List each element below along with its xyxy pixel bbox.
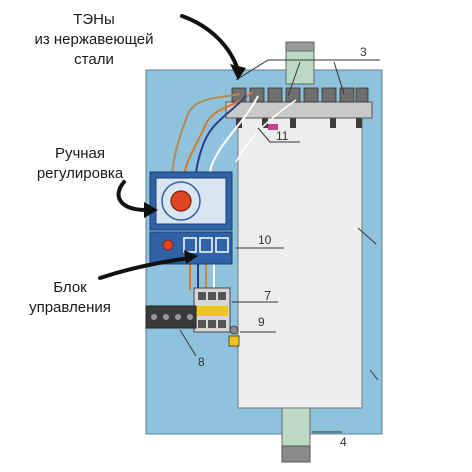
terminal-block [145, 305, 197, 329]
svg-text:ТЭНы: ТЭНы [73, 11, 115, 28]
terminal-screws [151, 314, 193, 320]
annotation-arrowheads [144, 64, 246, 264]
wiring [171, 91, 297, 290]
leader-lines [179, 59, 380, 433]
control-unit-indicator [162, 239, 174, 251]
heating-tank [237, 113, 363, 409]
contactor-label-strip [196, 306, 228, 316]
heaters-caption: ТЭНы из нержавеющей стали [34, 11, 153, 68]
thermostat-knob[interactable] [170, 190, 192, 212]
svg-text:из нержавеющей: из нержавеющей [34, 31, 153, 48]
heater-arrow [180, 14, 240, 72]
contactor-terminals [198, 292, 226, 328]
annotation-arrows [98, 14, 240, 280]
svg-text:управления: управления [29, 299, 111, 316]
control-unit-caption: Блок управления [29, 279, 111, 316]
callout-10: 10 [258, 233, 272, 247]
side-marker-bottom [369, 369, 379, 381]
heater-flange [225, 101, 373, 119]
callout-4: 4 [340, 435, 347, 449]
svg-text:регулировка: регулировка [37, 165, 124, 182]
thermostat-dial-ring [161, 181, 201, 221]
svg-text:стали: стали [74, 51, 114, 68]
callout-11: 11 [276, 129, 289, 143]
callout-8: 8 [198, 355, 205, 369]
callout-9: 9 [258, 315, 265, 329]
manual-control-caption: Ручная регулировка [37, 145, 124, 182]
svg-text:Блок: Блок [53, 279, 87, 296]
callout-7: 7 [264, 288, 271, 303]
side-marker-top [357, 227, 377, 245]
ground-screw [229, 325, 239, 335]
ground-terminal [228, 335, 240, 347]
manual-control-arrow [116, 180, 148, 212]
outlet-pipe-cap [285, 41, 315, 52]
inlet-pipe-cap [281, 445, 311, 463]
heater-terminals [231, 87, 369, 103]
callout-3: 3 [360, 45, 367, 59]
heater-indicator [268, 124, 278, 130]
control-unit-arrow [98, 256, 192, 280]
control-unit-switches [183, 237, 229, 253]
svg-text:Ручная: Ручная [55, 145, 105, 162]
